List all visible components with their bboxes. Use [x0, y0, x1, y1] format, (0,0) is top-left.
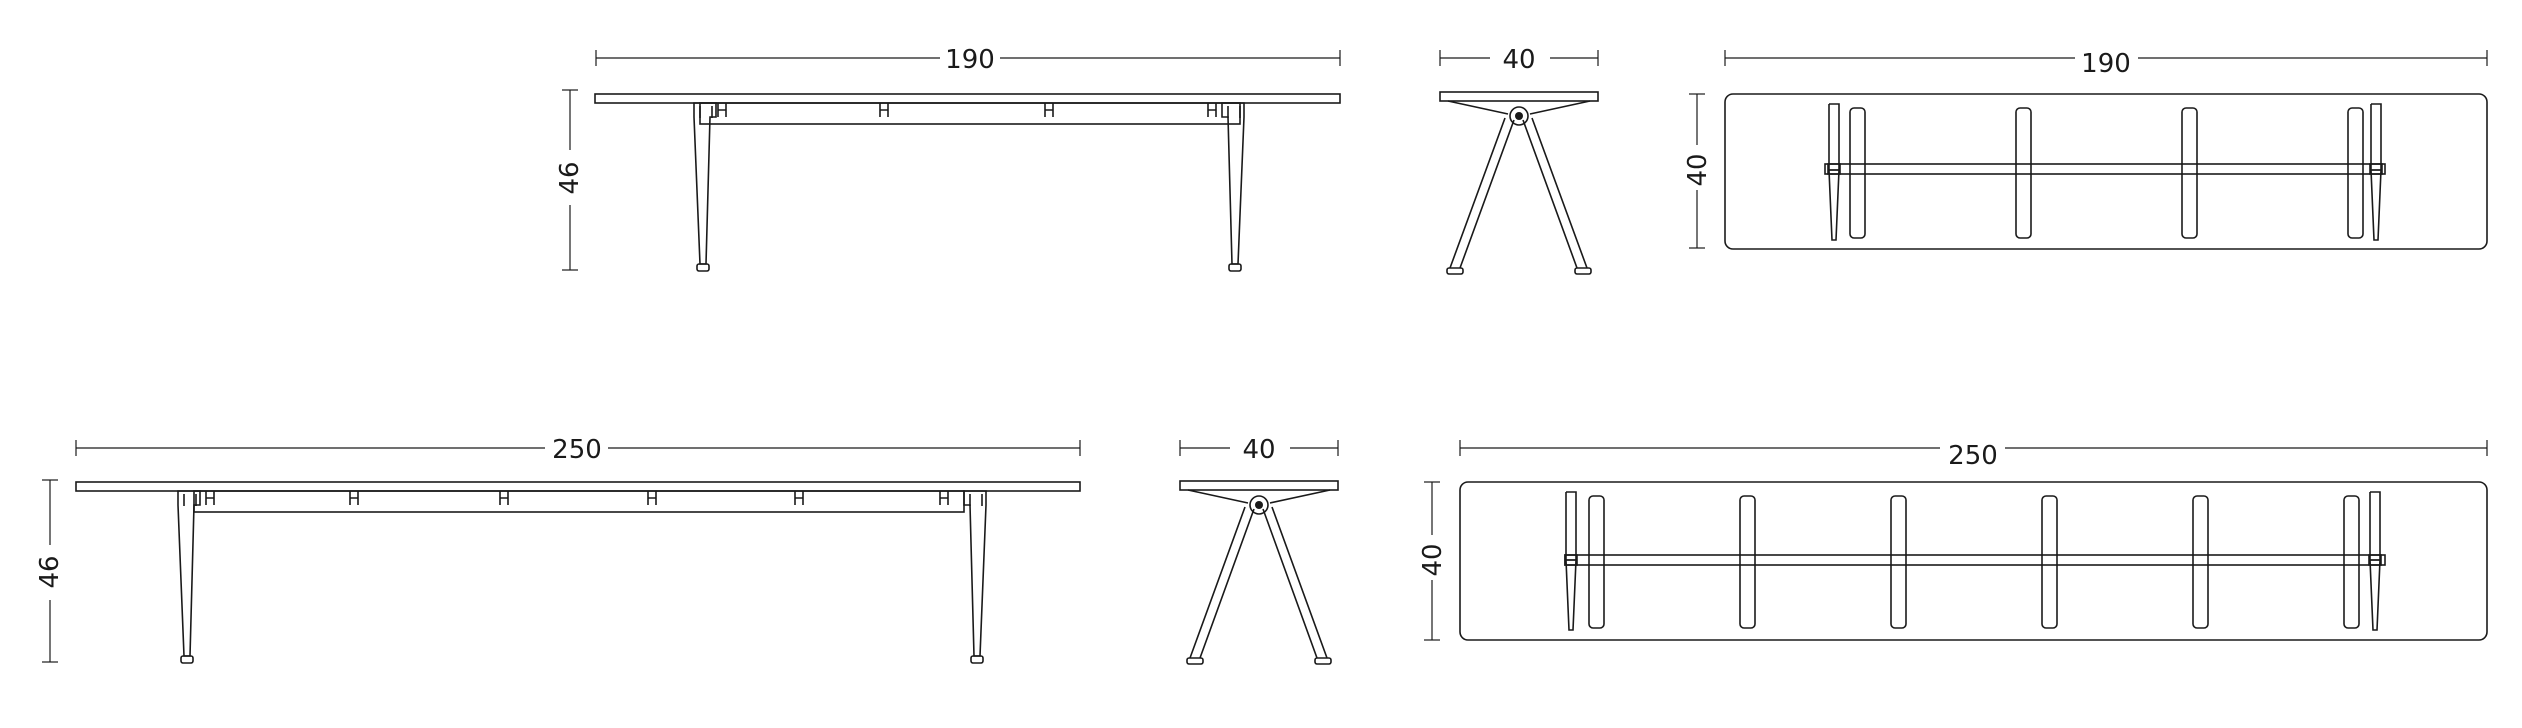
apron-rail	[699, 102, 1241, 125]
dimension-line-top-depth-190: 40	[1683, 93, 1713, 249]
top-view-190: 190 40	[1683, 49, 2488, 250]
dimension-label-top-width: 250	[1948, 441, 1998, 471]
seat-top-outline	[1459, 481, 2488, 641]
leg-left	[693, 102, 717, 272]
leg-right	[963, 490, 987, 664]
top-view-250: 250 40	[1418, 440, 2488, 641]
pivot-joint	[1249, 495, 1269, 515]
dimension-line-width-190: 190	[595, 45, 1341, 75]
dimension-line-top-width-190: 190	[1724, 49, 2488, 79]
dimension-label-width: 250	[552, 435, 602, 465]
end-view-190: 40	[1439, 45, 1599, 275]
dimension-label-top-depth: 40	[1418, 543, 1448, 576]
seat-top-end	[1179, 480, 1339, 491]
seat-top	[75, 481, 1081, 492]
dimension-line-top-depth-250: 40	[1418, 481, 1448, 641]
dimension-label-width: 190	[945, 45, 995, 75]
dimension-label-top-width: 190	[2081, 49, 2131, 79]
seat-top-end	[1439, 91, 1599, 102]
dimension-line-top-width-250: 250	[1459, 440, 2488, 471]
dimension-label-end-width: 40	[1502, 45, 1535, 75]
dimension-label-top-depth: 40	[1683, 153, 1713, 186]
dimension-label-end-width: 40	[1242, 435, 1275, 465]
side-view-250: 250 46	[35, 435, 1081, 664]
dimension-line-height-250: 46	[35, 479, 65, 663]
dimension-label-height: 46	[555, 161, 585, 194]
dimension-line-end-width-190: 40	[1439, 45, 1599, 75]
stretcher	[1824, 163, 2386, 175]
dimension-line-width-250: 250	[75, 435, 1081, 465]
end-view-250: 40	[1179, 435, 1339, 665]
seat-top	[594, 93, 1341, 104]
stretcher	[1564, 554, 2386, 566]
leg-left	[177, 490, 201, 664]
dimension-label-height: 46	[35, 555, 65, 588]
side-view-190: 190 46	[555, 45, 1341, 272]
dimension-line-height-190: 46	[555, 89, 585, 271]
seat-top-outline	[1724, 93, 2488, 250]
apron-rail	[193, 490, 965, 513]
dimension-line-end-width-250: 40	[1179, 435, 1339, 465]
pivot-joint	[1509, 106, 1529, 126]
leg-right	[1221, 102, 1245, 272]
